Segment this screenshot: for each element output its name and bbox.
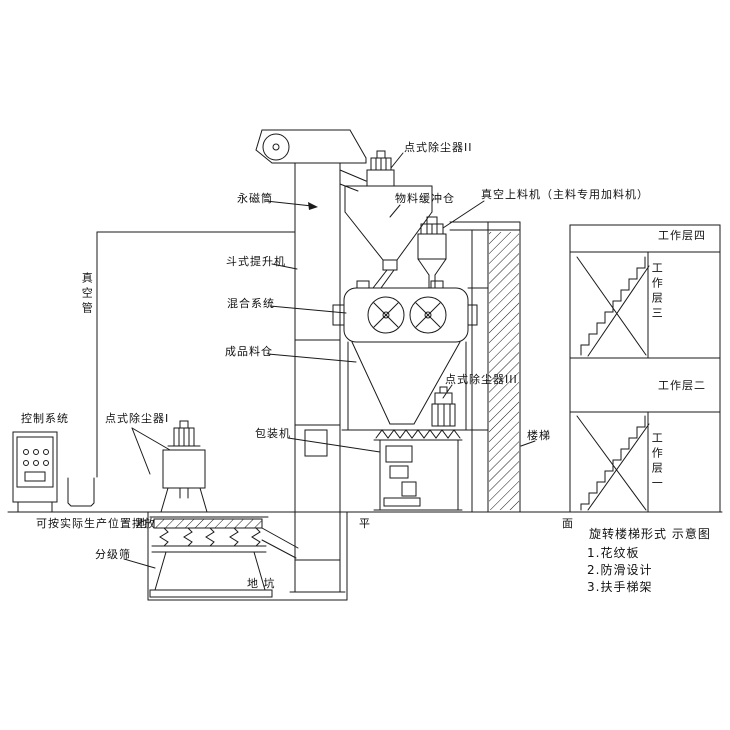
label-spiral-stairs-title: 旋转楼梯形式 示意图 (589, 527, 711, 541)
label-control-system: 控制系统 (21, 412, 69, 425)
dust-collector-3-device (431, 386, 456, 427)
finished-bin-device (347, 341, 467, 431)
label-ground-ping: 平 (359, 517, 371, 530)
label-vacuum-feeder: 真空上料机（主料专用加料机） (481, 188, 649, 201)
vacuum-feeder-device (417, 216, 447, 289)
label-vacuum-pipe: 真空管 (80, 272, 94, 317)
label-ground-mian: 面 (562, 517, 574, 530)
label-buffer-bin: 物料缓冲仓 (395, 192, 455, 205)
label-grading-sieve: 分级筛 (95, 548, 131, 561)
label-spiral-note-1: 1.花纹板 (587, 546, 640, 560)
label-bucket-elevator: 斗式提升机 (226, 255, 286, 268)
label-mixing-system: 混合系统 (227, 297, 275, 310)
label-spiral-note-2: 2.防滑设计 (587, 563, 653, 577)
label-dust-collector-2: 点式除尘器II (404, 141, 473, 154)
vacuum-pipe-line (96, 231, 296, 478)
label-spiral-note-3: 3.扶手梯架 (587, 580, 653, 594)
level-schematic (569, 224, 721, 513)
label-pit: 地 坑 (247, 577, 276, 590)
pit-outline (147, 511, 348, 601)
label-stairs: 楼梯 (527, 429, 551, 442)
label-dust-collector-1: 点式除尘器I (105, 412, 170, 425)
bucket-elevator-device (255, 129, 367, 593)
label-ground-di: 地 (136, 517, 148, 530)
dust-collector-1-device (160, 420, 208, 513)
label-magnet-cylinder: 永磁筒 (237, 192, 273, 205)
leader-lines (123, 152, 536, 569)
label-working-level-1: 工作层一 (650, 432, 664, 492)
buffer-bin-device (344, 185, 433, 289)
label-finished-bin: 成品料仓 (225, 345, 273, 358)
grading-sieve-device (149, 516, 299, 598)
mixer-device (332, 280, 478, 343)
label-ground-note: 可按实际生产位置摆放 (36, 517, 156, 530)
label-working-level-3: 工作层三 (650, 262, 664, 322)
material-cup (67, 477, 95, 507)
label-working-level-4: 工作层四 (658, 229, 706, 242)
label-working-level-2: 工作层二 (658, 379, 706, 392)
platform-frame (449, 221, 489, 513)
stair-tower (487, 221, 521, 513)
packing-machine-device (341, 429, 489, 511)
elevator-head-pulley (262, 133, 290, 161)
dust-collector-2-device (366, 150, 395, 187)
label-packing-machine: 包装机 (255, 427, 291, 440)
control-cabinet (12, 431, 58, 513)
label-dust-collector-3: 点式除尘器III (445, 373, 518, 386)
upper-stair-steps (580, 256, 646, 356)
